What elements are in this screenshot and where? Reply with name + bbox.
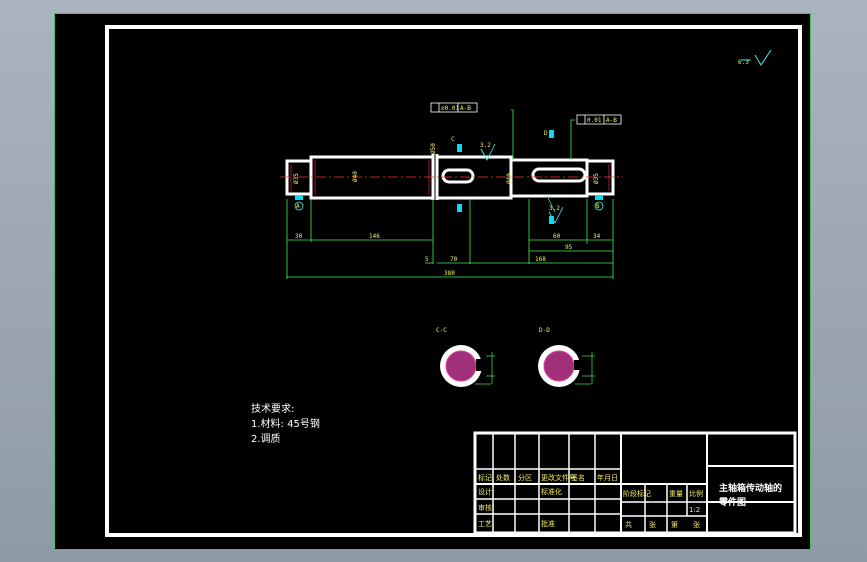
title-block xyxy=(473,431,797,535)
tolerance-frame-2: 0.01 A-B xyxy=(576,114,622,125)
tb-label-review: 审核 xyxy=(478,503,492,512)
dim-key1: 70 xyxy=(450,256,458,263)
tech-req-title: 技术要求: xyxy=(251,402,294,415)
tb-label-process: 工艺 xyxy=(478,520,492,528)
section-view-d xyxy=(538,345,595,387)
surface-finish-mark-1 xyxy=(480,143,496,161)
drawing-canvas: 6.3 Ø35 Ø40 Ø50 Ø40 Ø35 xyxy=(105,25,802,537)
dim-95: 95 xyxy=(565,244,573,251)
dim-small: 5 xyxy=(425,256,429,263)
section-d-marker-label: D xyxy=(544,130,548,137)
dim-168: 168 xyxy=(535,256,546,263)
tb-label-count: 处数 xyxy=(496,473,510,482)
keyway-1 xyxy=(441,168,475,184)
drawing-sheet: 6.3 Ø35 Ø40 Ø50 Ø40 Ø35 xyxy=(54,13,811,550)
tb-part-name-1: 主轴箱传动轴的 xyxy=(719,482,782,494)
datum-b-marker xyxy=(595,195,603,200)
section-c-label: C-C xyxy=(436,327,447,334)
dim-key2: 60 xyxy=(553,233,561,240)
dia-label-5: Ø35 xyxy=(593,173,600,184)
datum-b-label: B xyxy=(596,203,600,210)
tb-label-standard: 标准化 xyxy=(541,487,562,496)
section-marker-d-bottom xyxy=(549,216,554,224)
dia-label-2: Ø40 xyxy=(352,171,359,182)
general-roughness-symbol xyxy=(741,49,772,66)
section-marker-d-top xyxy=(549,130,554,138)
datum-b-circle xyxy=(594,201,604,211)
dia-label-3: Ø50 xyxy=(430,143,437,154)
dia-label-1: Ø35 xyxy=(293,173,300,184)
tech-req-line2: 2.调质 xyxy=(251,433,281,445)
svg-text:⌀0.01: ⌀0.01 xyxy=(441,105,459,112)
section-marker-c-bottom xyxy=(457,204,462,212)
tb-label-zone: 分区 xyxy=(518,473,532,482)
surface-finish-1: 3.2 xyxy=(480,142,491,149)
datum-a-circle xyxy=(294,201,304,211)
tech-req-line1: 1.材料: 45号钢 xyxy=(251,417,320,430)
shaft-outline xyxy=(285,154,615,200)
shaft-inner-lines xyxy=(290,160,610,195)
tb-label-change-doc: 更改文件号 xyxy=(541,473,576,482)
section-marker-c-top xyxy=(457,144,462,152)
dia-label-4: Ø40 xyxy=(506,173,513,184)
dim-right: 34 xyxy=(593,233,601,240)
dim-mid: 146 xyxy=(369,233,380,240)
keyway-2 xyxy=(531,167,587,183)
dim-total: 380 xyxy=(444,270,455,277)
datum-a-marker xyxy=(295,195,303,200)
tb-part-name-2: 零件图 xyxy=(718,496,746,508)
tb-label-nth: 第 xyxy=(671,520,678,529)
dimension-lines xyxy=(286,109,614,279)
section-view-c xyxy=(440,345,495,387)
tb-label-stage: 阶段标记 xyxy=(623,489,651,498)
tb-label-date: 年月日 xyxy=(597,473,618,482)
tb-label-sheet2: 张 xyxy=(693,520,700,529)
inner-border xyxy=(105,25,802,537)
tb-label-weight: 重量 xyxy=(669,490,683,498)
svg-text:A-B: A-B xyxy=(606,117,617,124)
tb-scale-value: 1:2 xyxy=(689,506,700,514)
tb-label-approve: 批准 xyxy=(541,519,555,528)
section-d-label: D-D xyxy=(539,327,550,334)
svg-text:A-B: A-B xyxy=(460,105,471,112)
tolerance-frame-1: ⌀0.01 A-B xyxy=(430,102,478,113)
roughness-value: 6.3 xyxy=(738,59,749,66)
svg-text:0.01: 0.01 xyxy=(587,117,602,124)
tb-label-scale: 比例 xyxy=(689,489,703,498)
tb-label-mark: 标记 xyxy=(478,473,492,482)
tb-label-sheet1: 张 xyxy=(649,520,656,529)
surface-finish-2: 3.2 xyxy=(549,205,560,212)
section-c-marker-label: C xyxy=(451,136,455,143)
datum-a-label: A xyxy=(296,203,300,210)
dim-left: 30 xyxy=(295,233,303,240)
surface-finish-mark-2 xyxy=(548,206,564,224)
tb-label-total: 共 xyxy=(625,520,632,529)
tb-label-sign: 签名 xyxy=(571,473,585,482)
tb-label-design: 设计 xyxy=(478,487,492,496)
